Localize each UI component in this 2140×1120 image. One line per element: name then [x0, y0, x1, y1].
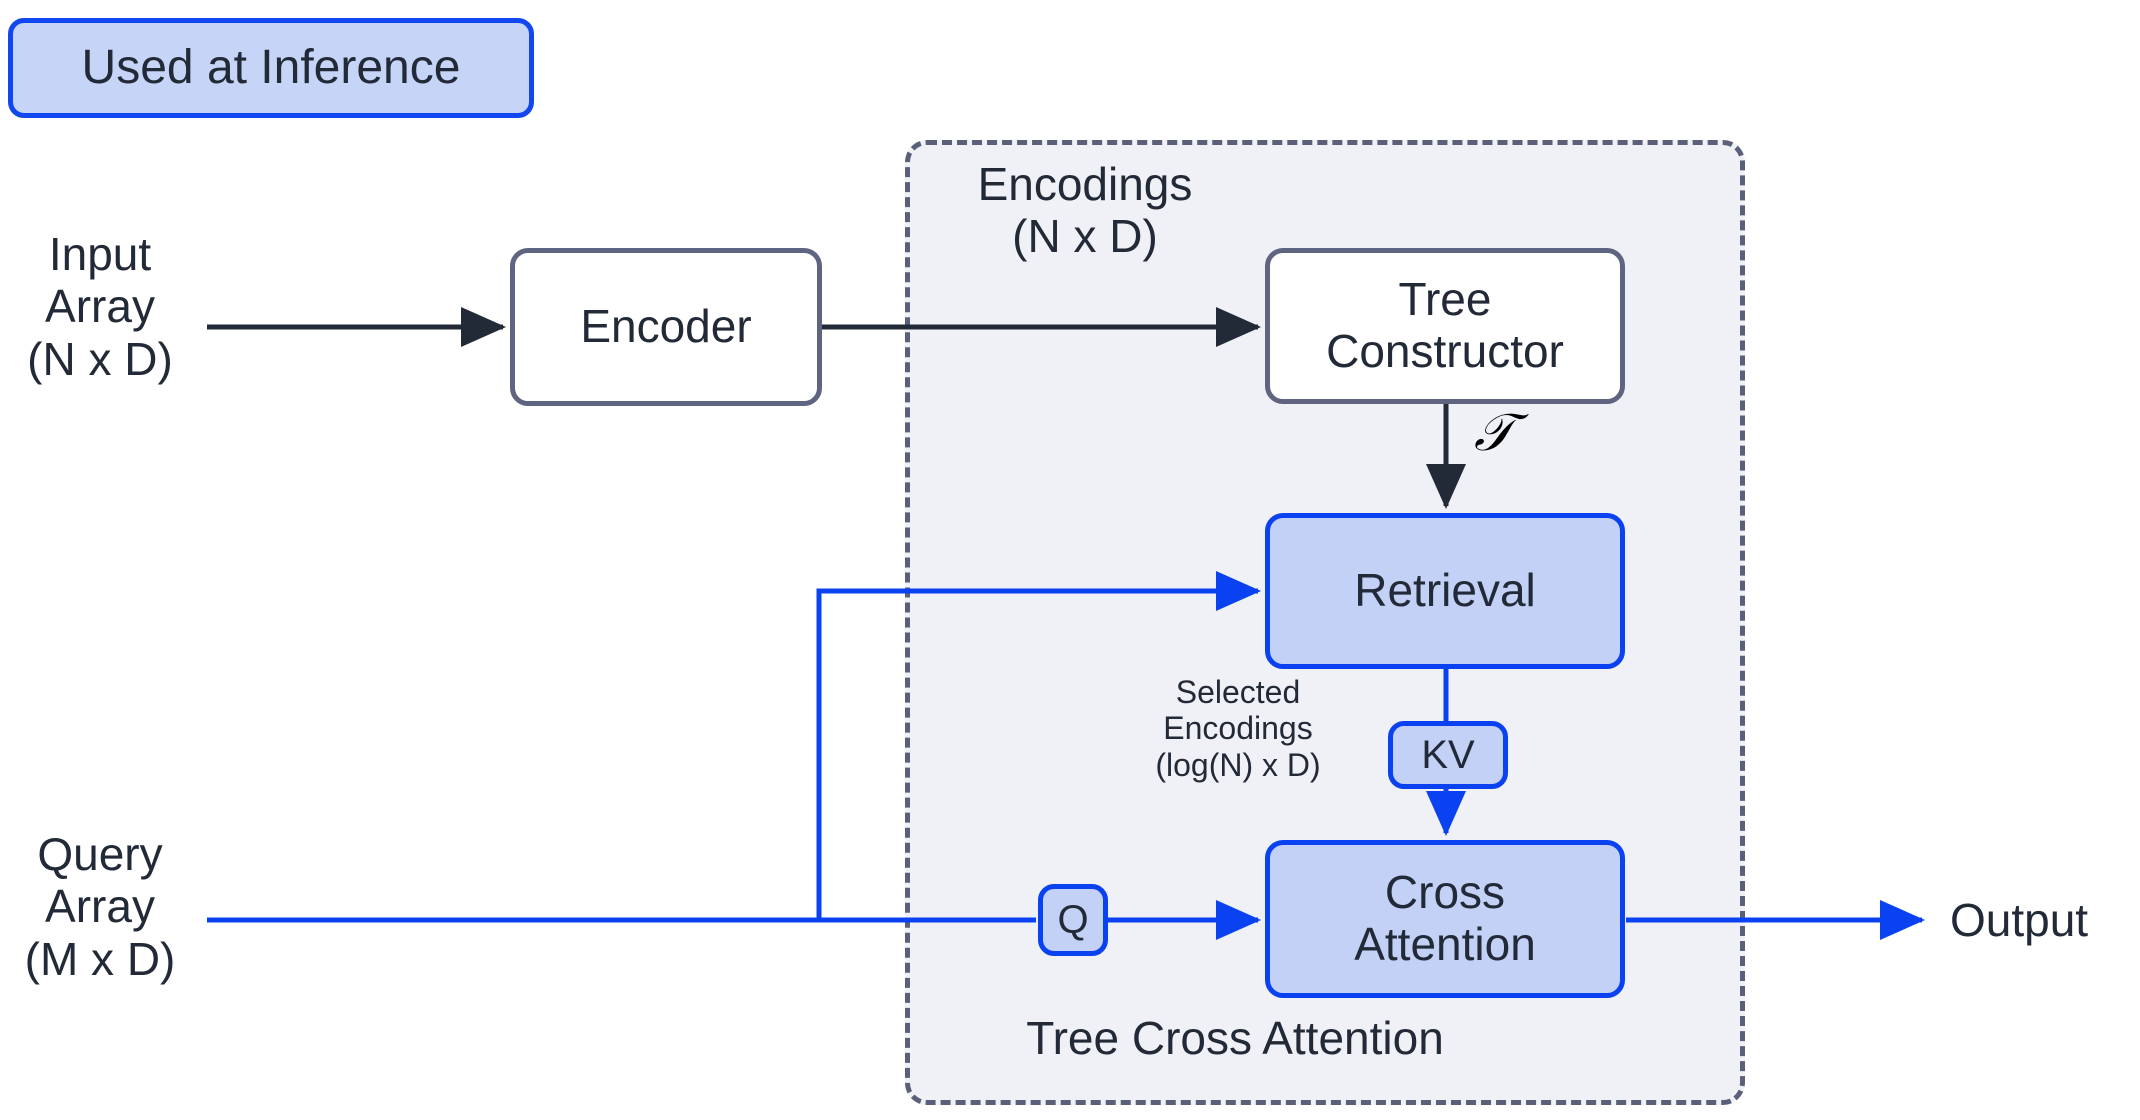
node-encoder-label: Encoder [580, 300, 752, 353]
output-label: Output [1950, 894, 2089, 946]
query-array-label: Query Array (M x D) [24, 828, 176, 985]
legend-label: Used at Inference [81, 41, 461, 94]
node-tree-constructor: Tree Constructor [1265, 248, 1625, 404]
node-retrieval-label: Retrieval [1354, 564, 1536, 617]
node-tree-constructor-label: Tree Constructor [1326, 273, 1564, 377]
tree-symbol-label: 𝒯 [1474, 403, 1514, 463]
legend-used-at-inference: Used at Inference [8, 18, 534, 118]
chip-q: Q [1038, 884, 1108, 956]
node-cross-attention: Cross Attention [1265, 840, 1625, 998]
encodings-edge-label: Encodings (N x D) [977, 158, 1193, 263]
chip-kv-label: KV [1421, 732, 1475, 777]
node-encoder: Encoder [510, 248, 822, 406]
node-cross-attention-label: Cross Attention [1354, 866, 1536, 970]
chip-kv: KV [1388, 721, 1508, 789]
region-caption: Tree Cross Attention [1026, 1012, 1444, 1064]
selected-encodings-edge-label: Selected Encodings (log(N) x D) [1155, 674, 1321, 783]
node-retrieval: Retrieval [1265, 513, 1625, 669]
input-array-label: Input Array (N x D) [27, 228, 173, 385]
chip-q-label: Q [1057, 897, 1089, 942]
